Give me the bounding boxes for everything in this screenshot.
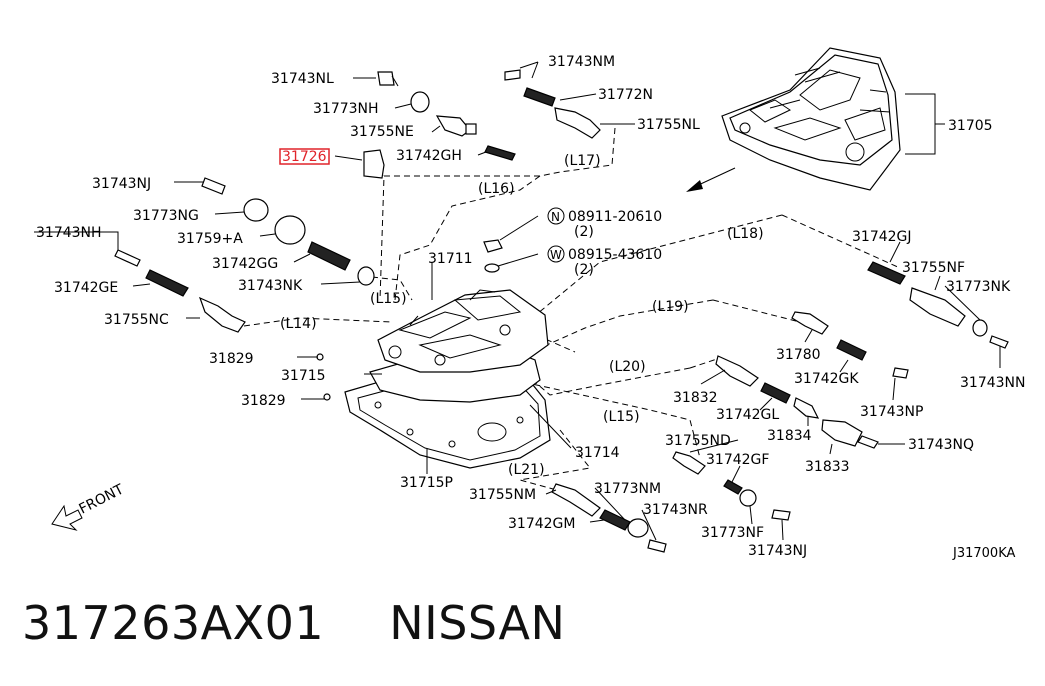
fastener-symbol: W	[550, 248, 562, 262]
brand-name: NISSAN	[389, 596, 566, 650]
part-label: 31743NR	[643, 502, 708, 518]
route-tag: (L20)	[609, 359, 646, 375]
part-label: 31829	[209, 351, 254, 367]
part-label: 31742GH	[396, 148, 462, 164]
part-label: 31742GM	[508, 516, 575, 532]
fastener-number: 08915-43610	[568, 247, 662, 263]
route-tag: (L21)	[508, 462, 545, 478]
part-label: 31755NL	[637, 117, 700, 133]
route-tags: (L17) (L16) (L15) (L14) (L18) (L19) (L20…	[280, 153, 764, 478]
part-label: 31742GL	[716, 407, 779, 423]
route-tag: (L18)	[727, 226, 764, 242]
part-label: 31742GK	[794, 371, 859, 387]
leader-lines	[34, 61, 1001, 541]
part-label: 31755ND	[665, 433, 731, 449]
part-label: 31773NF	[701, 525, 764, 541]
part-label: 31715P	[400, 475, 453, 491]
highlighted-part-label[interactable]: 31726	[282, 149, 327, 165]
route-tag: (L19)	[652, 299, 689, 315]
part-label: 31743NJ	[748, 543, 807, 559]
part-label: 31742GF	[706, 452, 769, 468]
part-label: 31773NH	[313, 101, 379, 117]
part-label: 31743NL	[271, 71, 334, 87]
part-label: 31742GG	[212, 256, 278, 272]
fastener-callouts: N 08911-20610 (2) W 08915-43610 (2)	[547, 207, 662, 278]
part-label: 31743NP	[860, 404, 923, 420]
part-label: 31742GJ	[852, 229, 912, 245]
part-label: 31743NK	[238, 278, 303, 294]
part-label: 31780	[776, 347, 821, 363]
route-tag: (L16)	[478, 181, 515, 197]
part-labels: 31743NM 31743NL 31772N 31773NH 31755NE 3…	[36, 54, 1025, 559]
upper-valve-body	[721, 47, 901, 191]
washer-symbol-icon	[547, 245, 565, 263]
part-number: 317263AX01	[22, 596, 325, 650]
part-label: 31755NE	[350, 124, 414, 140]
part-label: 31743NQ	[908, 437, 974, 453]
fastener-symbol: N	[551, 210, 560, 224]
caption: 317263AX01 NISSAN	[22, 596, 565, 656]
route-tag: (L15)	[603, 409, 640, 425]
route-tag: (L15)	[370, 291, 407, 307]
part-label: 31759+A	[177, 231, 243, 247]
part-label: 31829	[241, 393, 286, 409]
part-label: 31705	[948, 118, 993, 134]
front-indicator: FRONT	[51, 481, 127, 531]
part-label: 31742GE	[54, 280, 118, 296]
part-label: 31714	[575, 445, 620, 461]
part-label: 31743NH	[36, 225, 102, 241]
small-parts	[114, 69, 1009, 553]
direction-arrow-head	[686, 180, 703, 192]
fastener-number: 08911-20610	[568, 209, 662, 225]
part-label: 31743NJ	[92, 176, 151, 192]
part-label: 31834	[767, 428, 812, 444]
route-tag: (L17)	[564, 153, 601, 169]
part-label: 31755NF	[902, 260, 965, 276]
fastener-qty: (2)	[574, 262, 594, 278]
part-label: 31833	[805, 459, 850, 475]
route-tag: (L14)	[280, 316, 317, 332]
part-label: 31715	[281, 368, 326, 384]
part-label: 31773NG	[133, 208, 199, 224]
part-label: 31743NM	[548, 54, 615, 70]
figure-code: J31700KA	[952, 546, 1015, 561]
part-label: 31772N	[598, 87, 653, 103]
part-label: 31711	[428, 251, 473, 267]
part-label: 31743NN	[960, 375, 1025, 391]
lower-valve-body	[344, 289, 551, 469]
part-label: 31773NK	[946, 279, 1011, 295]
part-label: 31832	[673, 390, 718, 406]
front-arrow-icon	[51, 504, 83, 531]
fastener-qty: (2)	[574, 224, 594, 240]
front-label: FRONT	[77, 481, 127, 517]
nut-symbol-icon	[547, 207, 565, 225]
highlight-box	[279, 148, 330, 165]
part-label: 31773NM	[594, 481, 661, 497]
part-label: 31755NC	[104, 312, 169, 328]
part-label: 31755NM	[469, 487, 536, 503]
